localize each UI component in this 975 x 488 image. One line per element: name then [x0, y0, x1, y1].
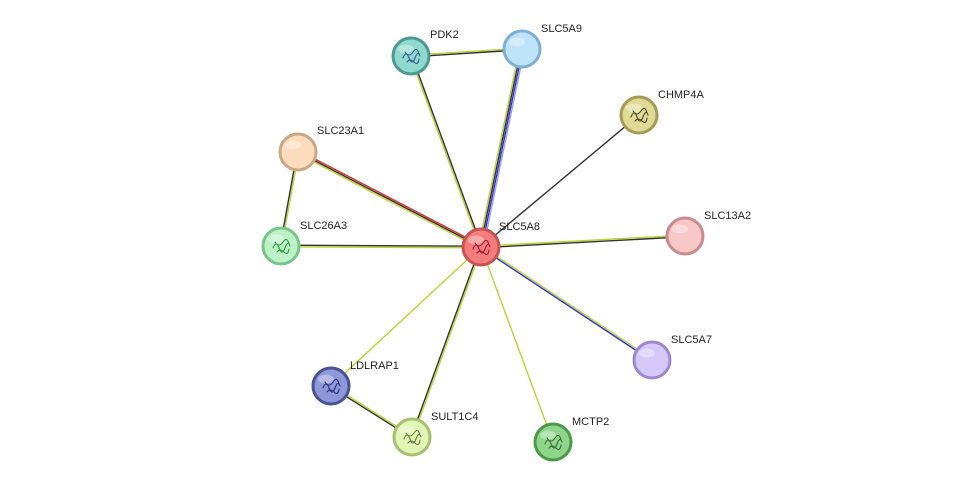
node-circle[interactable] [632, 340, 672, 380]
node-circle[interactable] [261, 226, 301, 266]
edge-slc5a8-chmp4a[interactable] [480, 114, 640, 248]
protein-structure-icon [402, 48, 421, 64]
protein-structure-icon [544, 434, 563, 450]
node-label: SULT1C4 [431, 411, 478, 423]
edge-slc5a8-slc26a3[interactable] [280, 244, 482, 249]
edge-evidence-line [298, 149, 483, 247]
edge-evidence-line [330, 246, 482, 387]
node-label: SLC26A3 [300, 220, 347, 232]
edge-evidence-line [480, 245, 654, 361]
node-label: MCTP2 [572, 416, 609, 428]
node-highlight [672, 224, 688, 234]
edge-slc5a8-ldlrap1[interactable] [330, 246, 482, 387]
node-slc26a3[interactable]: SLC26A3 [261, 220, 347, 266]
edge-evidence-line [296, 152, 481, 250]
node-circle[interactable] [278, 132, 318, 172]
edge-evidence-line [280, 246, 482, 249]
node-highlight [468, 235, 484, 245]
node-highlight [399, 425, 415, 435]
node-circle[interactable] [502, 29, 542, 69]
node-circle[interactable] [619, 95, 659, 135]
node-circle[interactable] [665, 216, 705, 256]
node-pdk2[interactable]: PDK2 [391, 29, 459, 76]
node-highlight [268, 234, 284, 244]
edge-evidence-line [481, 48, 524, 248]
edge-evidence-line [479, 48, 522, 248]
node-slc13a2[interactable]: SLC13A2 [665, 210, 751, 256]
node-slc5a9[interactable]: SLC5A9 [502, 23, 582, 69]
node-circle[interactable] [311, 366, 351, 406]
node-label: PDK2 [430, 29, 459, 41]
edge-slc5a8-sult1c4[interactable] [410, 246, 483, 438]
node-label: SLC5A9 [541, 23, 582, 35]
node-circle[interactable] [391, 36, 431, 76]
node-label: SLC5A8 [499, 221, 540, 233]
node-label: SLC13A2 [704, 210, 751, 222]
node-highlight [285, 140, 301, 150]
edge-slc5a8-slc5a9[interactable] [477, 47, 526, 249]
protein-structure-icon [322, 378, 341, 394]
edge-evidence-line [412, 246, 483, 438]
protein-structure-icon [403, 429, 422, 445]
edge-slc5a8-slc5a7[interactable] [479, 245, 654, 362]
node-circle[interactable] [533, 422, 573, 462]
edge-slc5a8-mctp2[interactable] [480, 246, 554, 443]
edge-slc5a8-pdk2[interactable] [409, 55, 483, 248]
node-highlight [540, 430, 556, 440]
edge-slc5a8-slc13a2[interactable] [480, 234, 686, 249]
node-slc23a1[interactable]: SLC23A1 [278, 125, 364, 172]
protein-structure-icon [272, 238, 291, 254]
edge-evidence-line [411, 55, 483, 248]
node-slc5a7[interactable]: SLC5A7 [632, 334, 712, 380]
node-highlight [626, 103, 642, 113]
edge-evidence-line [480, 236, 686, 249]
edge-evidence-line [410, 246, 481, 438]
node-highlight [318, 374, 334, 384]
node-circle[interactable] [461, 227, 501, 267]
node-label: SLC23A1 [317, 125, 364, 137]
node-label: SLC5A7 [671, 334, 712, 346]
edge-evidence-line [482, 48, 526, 249]
edge-evidence-line [409, 55, 481, 248]
node-highlight [509, 37, 525, 47]
edge-evidence-line [480, 234, 686, 247]
edge-evidence-line [297, 151, 482, 248]
node-sult1c4[interactable]: SULT1C4 [392, 411, 478, 457]
node-highlight [398, 44, 414, 54]
protein-structure-icon [472, 239, 491, 255]
node-highlight [639, 348, 655, 358]
edge-slc5a8-slc23a1[interactable] [296, 149, 483, 250]
edge-evidence-line [480, 114, 640, 248]
node-label: CHMP4A [658, 89, 705, 101]
node-slc5a8[interactable]: SLC5A8 [461, 221, 540, 267]
protein-structure-icon [630, 107, 649, 123]
edge-evidence-line [479, 246, 653, 362]
node-label: LDLRAP1 [350, 360, 399, 372]
edge-evidence-line [280, 244, 482, 247]
edge-evidence-line [477, 47, 521, 248]
node-ldlrap1[interactable]: LDLRAP1 [311, 360, 399, 406]
node-circle[interactable] [392, 417, 432, 457]
node-chmp4a[interactable]: CHMP4A [619, 89, 705, 135]
node-mctp2[interactable]: MCTP2 [533, 416, 609, 462]
edge-evidence-line [480, 246, 554, 443]
